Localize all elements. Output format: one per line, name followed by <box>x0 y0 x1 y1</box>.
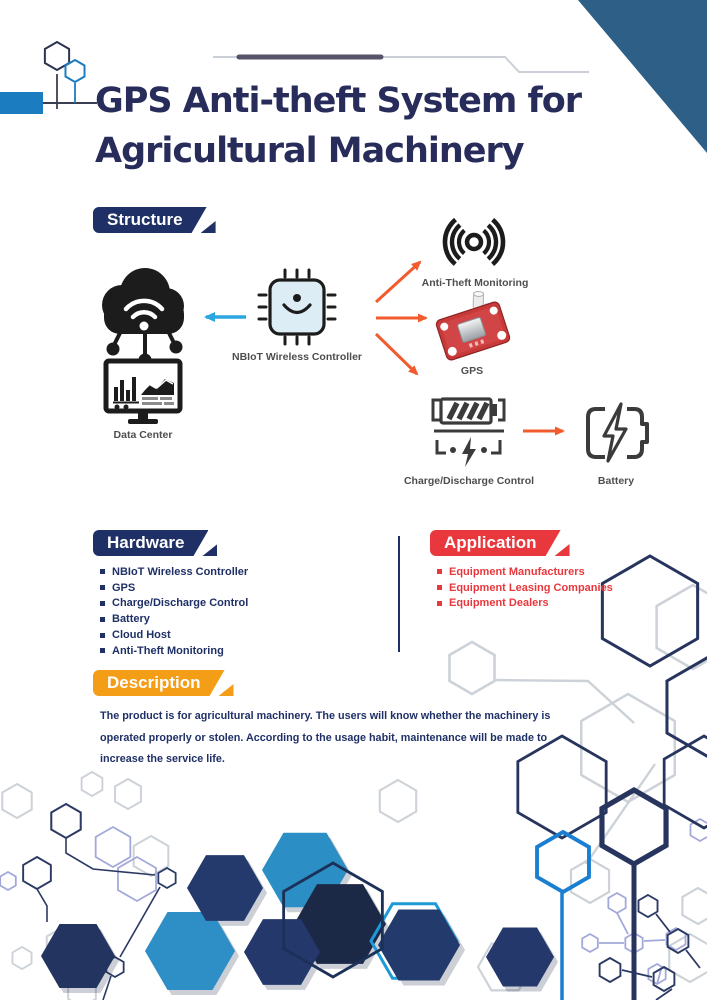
hardware-list-item: Cloud Host <box>100 627 248 643</box>
application-banner-label: Application <box>430 530 561 556</box>
description-banner-label: Description <box>93 670 225 696</box>
hardware-list-item: Battery <box>100 611 248 627</box>
label-controller: NBIoT Wireless Controller <box>231 351 363 363</box>
hardware-item-label: Charge/Discharge Control <box>112 597 249 610</box>
hardware-list-item: Charge/Discharge Control <box>100 596 248 612</box>
bullet-square-icon <box>437 600 442 606</box>
hardware-list-item: NBIoT Wireless Controller <box>100 564 248 580</box>
chip-icon <box>257 268 337 346</box>
structure-banner-label: Structure <box>93 207 207 233</box>
application-list-item: Equipment Manufacturers <box>437 564 613 580</box>
bullet-square-icon <box>100 569 105 575</box>
diagram-arrows <box>204 260 565 436</box>
page-title: GPS Anti-theft System for Agricultural M… <box>95 76 582 176</box>
hardware-item-label: Battery <box>112 613 150 626</box>
corner-triangle <box>578 0 707 153</box>
cloud-network-icon <box>102 268 184 367</box>
charge-discharge-icon <box>431 397 506 467</box>
application-item-label: Equipment Leasing Companies <box>449 581 613 594</box>
label-gps: GPS <box>460 365 484 377</box>
arrow-to-charge <box>374 332 419 376</box>
structure-banner: Structure <box>93 207 216 233</box>
description-text: The product is for agricultural machiner… <box>100 710 551 765</box>
label-anti-theft: Anti-Theft Monitoring <box>421 277 529 289</box>
hardware-banner: Hardware <box>93 530 218 556</box>
title-left-ornament <box>0 42 97 114</box>
application-item-label: Equipment Dealers <box>449 597 549 610</box>
hardware-list-item: GPS <box>100 580 248 596</box>
application-list-item: Equipment Leasing Companies <box>437 580 613 596</box>
hardware-item-label: Cloud Host <box>112 629 171 642</box>
monitor-chart-icon <box>103 358 183 424</box>
column-divider <box>398 536 400 652</box>
hardware-item-label: Anti-Theft Monitoring <box>112 644 224 657</box>
hardware-item-label: GPS <box>112 581 136 594</box>
label-battery: Battery <box>597 475 635 487</box>
header-line-decoration <box>213 54 589 73</box>
battery-icon <box>586 402 649 463</box>
page-title-line1: GPS Anti-theft System for <box>95 81 582 121</box>
description-banner: Description <box>93 670 234 696</box>
label-charge: Charge/Discharge Control <box>403 475 535 487</box>
application-banner: Application <box>430 530 570 556</box>
bullet-square-icon <box>100 616 105 622</box>
bullet-square-icon <box>100 600 105 606</box>
signal-waves-icon <box>442 210 506 274</box>
hexagon-decoration <box>0 556 707 1000</box>
bullet-square-icon <box>100 632 105 638</box>
hardware-item-label: NBIoT Wireless Controller <box>112 565 249 578</box>
hardware-banner-label: Hardware <box>93 530 208 556</box>
bullet-square-icon <box>100 648 105 654</box>
bullet-square-icon <box>437 569 442 575</box>
bullet-square-icon <box>437 585 442 591</box>
bullet-square-icon <box>100 585 105 591</box>
label-data-center: Data Center <box>113 429 173 441</box>
gps-module-icon <box>435 290 511 361</box>
page-title-line2: Agricultural Machinery <box>95 131 525 171</box>
application-list-item: Equipment Dealers <box>437 596 613 612</box>
hardware-list-item: Anti-Theft Monitoring <box>100 643 248 659</box>
application-item-label: Equipment Manufacturers <box>449 565 585 578</box>
arrow-to-anti-theft <box>374 260 422 304</box>
